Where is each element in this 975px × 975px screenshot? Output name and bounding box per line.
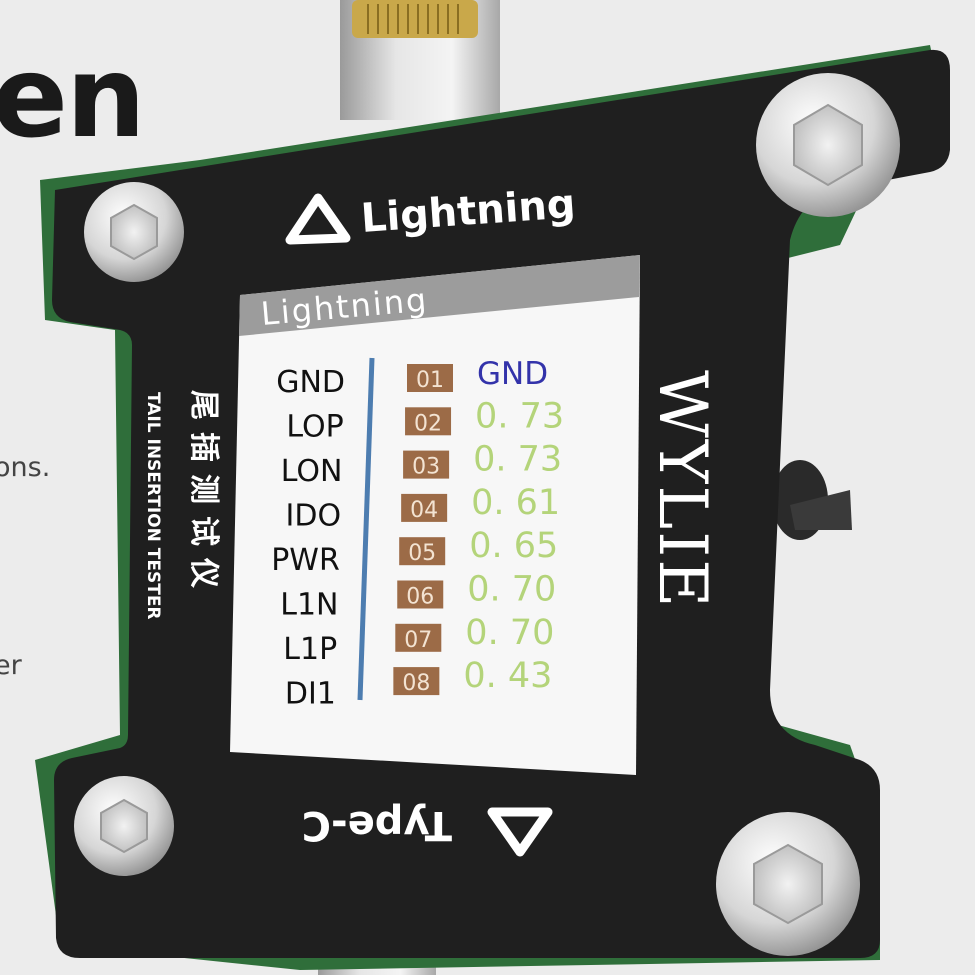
pin-number: 04 [410,498,438,523]
screw-bottom-right [716,812,860,956]
pin-value: 0. 70 [467,570,556,610]
side-label-group: 尾插测试仪 [186,390,221,600]
pin-number-badge [403,450,450,479]
pin-number: 06 [406,585,434,610]
pin-value: 0. 65 [469,526,558,566]
pin-number-badge [395,623,442,652]
pin-label: GND [276,365,345,400]
side-knob [772,460,852,540]
screw-top-left [84,182,184,282]
screw-top-right [756,73,900,217]
pin-label: L1N [280,588,338,623]
triangle-up-icon [487,807,553,857]
pin-number: 03 [412,455,440,480]
pin-number-badge [401,493,448,522]
column-divider [357,357,375,701]
pin-value: 0. 61 [471,483,560,523]
pin-value: 0. 43 [463,656,552,696]
side-label-group-en: TAIL INSERTION TESTER [143,392,163,620]
screen-header-bar [239,255,640,336]
triangle-up-icon [285,193,351,245]
pin-label: PWR [271,543,340,578]
pin-number: 08 [402,671,430,696]
side-label-chinese: 尾插测试仪 [186,390,221,600]
pin-label: LOP [286,410,343,445]
pin-value: 0. 73 [475,396,564,436]
pin-value: GND [477,356,548,392]
pin-number-badge [393,667,440,696]
pin-number: 07 [404,628,432,653]
pin-label: IDO [286,499,342,534]
pin-label: DI1 [285,677,336,712]
background-text-fragment: er [0,650,22,681]
brand-logo: WYLIE [644,370,721,610]
pin-number: 05 [408,541,436,566]
background-text-fragment: ons. [0,452,51,483]
bottom-port-text: Type-C [302,802,452,848]
bottom-port-label: Type-C [302,802,553,857]
pin-value: 0. 70 [465,613,554,653]
side-label-english: TAIL INSERTION TESTER [143,392,163,620]
pin-label: L1P [283,632,337,667]
pin-number-badge [407,364,453,392]
pin-number-badge [397,580,444,609]
pin-readings: GND 01 GND LOP 02 0. 73 LON 03 0. 73 IDO 04 0. 61 PW… [271,356,564,712]
background-heading-fragment: en [0,33,146,163]
pin-number-badge [405,407,452,436]
pin-number-badge [399,537,446,566]
screw-bottom-left [74,776,174,876]
pin-number: 01 [416,368,444,393]
brand-group: WYLIE [644,370,721,610]
pin-value: 0. 73 [473,440,562,480]
lightning-cable [340,0,500,120]
pin-label: LON [281,454,343,489]
pin-number: 02 [414,411,442,436]
